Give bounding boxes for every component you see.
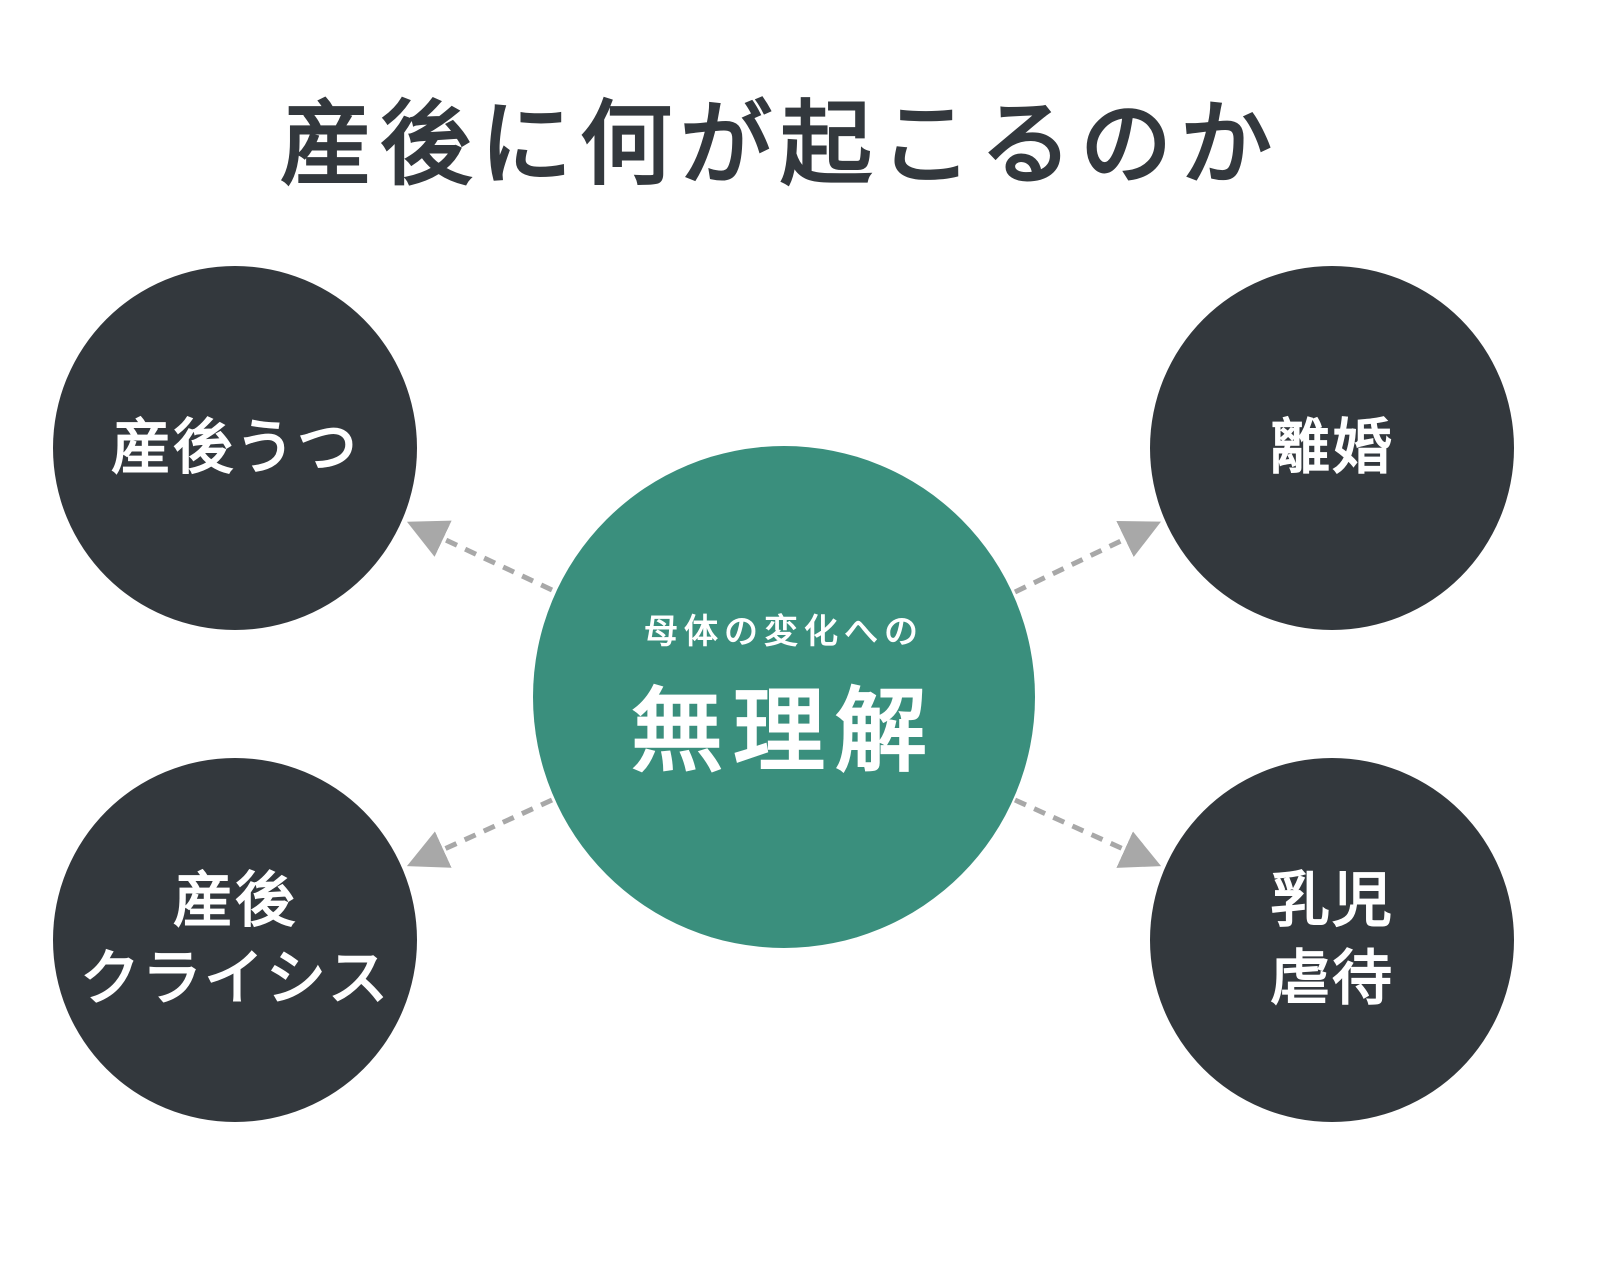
outcome-divorce: 離婚	[1150, 266, 1514, 630]
outcome-postpartum-crisis: 産後 クライシス	[53, 758, 417, 1122]
outcome-label: 乳児	[1270, 866, 1394, 936]
arrow-to-postpartum-depression	[406, 520, 554, 593]
outcome-label: 産後うつ	[111, 413, 359, 483]
arrow-to-divorce	[1013, 521, 1162, 595]
arrow-to-postpartum-crisis	[406, 797, 554, 868]
central-cause: 母体の変化への 無理解	[533, 446, 1035, 948]
outcome-label: 虐待	[1270, 944, 1394, 1014]
page-title: 産後に何が起こるのか	[279, 91, 1280, 198]
arrow-to-child-abuse	[1013, 797, 1162, 868]
outcome-child-abuse: 乳児 虐待	[1150, 758, 1514, 1122]
outcome-postpartum-depression: 産後うつ	[53, 266, 417, 630]
outcome-label: 産後	[173, 866, 297, 936]
central-cause-title: 無理解	[630, 678, 937, 785]
outcome-label: クライシス	[80, 944, 390, 1014]
central-cause-subtitle: 母体の変化への	[644, 612, 924, 652]
outcome-label: 離婚	[1270, 413, 1394, 483]
